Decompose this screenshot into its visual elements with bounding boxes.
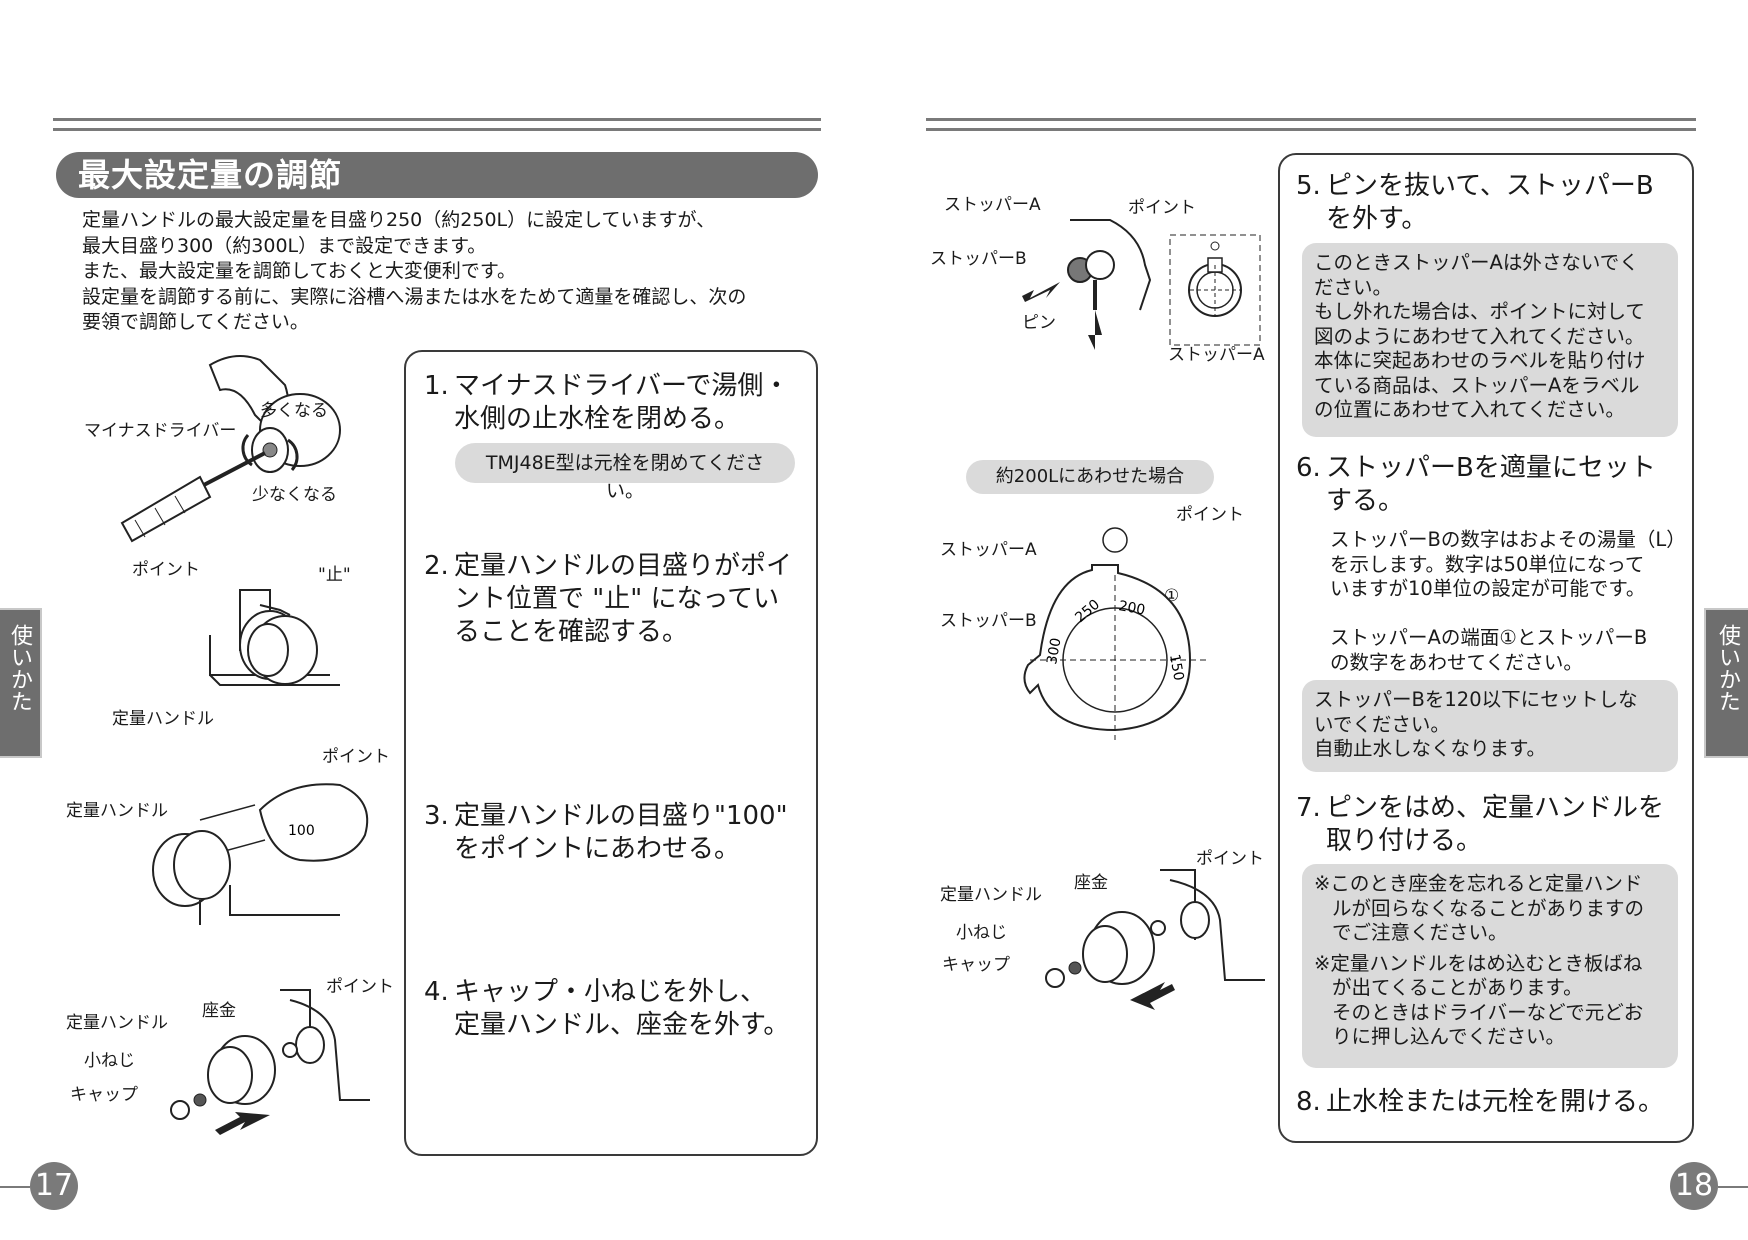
step-7: 7.ピンをはめ、定量ハンドルを 取り付ける。 — [1296, 793, 1665, 856]
figure-handle-100: 100 — [152, 783, 369, 925]
step-6-text-2: ストッパーAの端面①とストッパーB の数字をあわせてください。 — [1330, 626, 1648, 674]
label-handle-r3: 定量ハンドル — [940, 885, 1042, 905]
left-top-rule — [53, 118, 821, 121]
left-top-rule-2 — [53, 128, 821, 131]
step-1-note: TMJ48E型は元栓を閉めてください。 — [455, 443, 795, 502]
label-handle-4: 定量ハンドル — [66, 1013, 168, 1033]
step-6: 6.ストッパーBを適量にセット する。 — [1296, 453, 1656, 516]
label-stopper-a-3: ストッパーA — [940, 540, 1037, 560]
label-less: 少なくなる — [252, 485, 337, 505]
step-8: 8.止水栓または元栓を開ける。 — [1296, 1087, 1665, 1117]
example-pill: 約200Lにあわせた場合 — [966, 460, 1214, 494]
section-title: 最大設定量の調節 — [56, 152, 818, 198]
figure-pin-removal — [1022, 219, 1261, 350]
right-top-rule — [926, 118, 1696, 121]
label-cap-4: キャップ — [70, 1085, 138, 1105]
label-screw-4: 小ねじ — [84, 1051, 135, 1071]
step-5-note: このときストッパーAは外さないでく ださい。 もし外れた場合は、ポイントに対して… — [1302, 243, 1678, 437]
scale-200: 200 — [1117, 598, 1146, 618]
label-washer-4: 座金 — [202, 1001, 236, 1021]
left-bottom-rule — [0, 1186, 30, 1188]
intro-text: 定量ハンドルの最大設定量を目盛り250（約250L）に設定していますが、 最大目… — [82, 209, 747, 333]
label-point-2: ポイント — [132, 560, 200, 580]
label-stopper-b-3: ストッパーB — [940, 611, 1037, 631]
label-stopper-a-1: ストッパーA — [944, 195, 1041, 215]
step-5: 5.ピンを抜いて、ストッパーB を外す。 — [1296, 171, 1654, 234]
page-number-right: 18 — [1670, 1162, 1718, 1210]
label-point-r2: ポイント — [1176, 505, 1244, 525]
label-handle-2: 定量ハンドル — [112, 709, 214, 729]
figure-screwdriver — [120, 355, 341, 543]
label-stopper-b-1: ストッパーB — [930, 249, 1027, 269]
page-number-left: 17 — [30, 1162, 78, 1210]
label-point-4: ポイント — [326, 977, 394, 997]
step-3: 3.定量ハンドルの目盛り"100" をポイントにあわせる。 — [424, 801, 788, 864]
figure-reattach — [1045, 869, 1265, 1010]
left-steps-box — [404, 350, 818, 1156]
step-1: 1.マイナスドライバーで湯側・ 水側の止水栓を閉める。 — [424, 371, 790, 434]
step-6-note: ストッパーBを120以下にセットしな いでください。 自動止水しなくなります。 — [1302, 680, 1678, 772]
side-tab-right: 使いかた — [1704, 608, 1748, 758]
figure-handle-stop — [209, 589, 340, 686]
label-cap-r3: キャップ — [942, 955, 1010, 975]
right-top-rule-2 — [926, 128, 1696, 131]
label-point-3: ポイント — [322, 747, 390, 767]
scale-300: 300 — [1044, 637, 1064, 666]
label-stop: "止" — [318, 565, 351, 585]
label-point-r3: ポイント — [1196, 849, 1264, 869]
label-more: 多くなる — [260, 401, 328, 421]
step-7-notes: ※このとき座金を忘れると定量ハンド ルが回らなくなることがありますの でご注意く… — [1302, 864, 1678, 1068]
step-2: 2.定量ハンドルの目盛りがポイ ント位置で "止" になってい ることを確認する… — [424, 551, 793, 647]
label-stopper-a-2: ストッパーA — [1168, 345, 1265, 365]
label-washer-r3: 座金 — [1074, 873, 1108, 893]
label-screwdriver: マイナスドライバー — [84, 421, 237, 441]
figure-stopper-dial: 250 200 300 150 — [1023, 527, 1210, 740]
side-tab-left: 使いかた — [0, 608, 42, 758]
dial-mark-100: 100 — [288, 823, 315, 839]
scale-150: 150 — [1166, 653, 1186, 682]
figure-removal-left — [170, 989, 370, 1135]
right-bottom-rule — [1718, 1186, 1748, 1188]
label-point-r1: ポイント — [1128, 198, 1196, 218]
label-handle-3: 定量ハンドル — [66, 801, 168, 821]
label-pin: ピン — [1022, 313, 1056, 333]
label-screw-r3: 小ねじ — [956, 923, 1007, 943]
step-4: 4.キャップ・小ねじを外し、 定量ハンドル、座金を外す。 — [424, 977, 790, 1040]
label-circle-one: ① — [1164, 586, 1180, 606]
step-6-text-1: ストッパーBの数字はおよその湯量（L） を示します。数字は50単位になって いま… — [1330, 528, 1686, 600]
